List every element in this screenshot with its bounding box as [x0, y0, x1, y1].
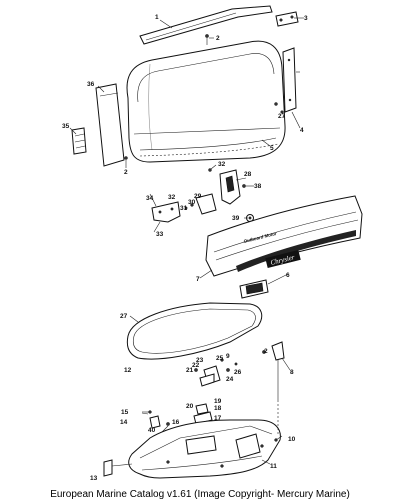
callout-24: 24: [226, 376, 234, 383]
callout-26: 26: [234, 369, 242, 376]
callout-15: 15: [121, 409, 129, 416]
callout-28: 28: [244, 171, 252, 178]
callout-2: 2: [264, 348, 268, 355]
callout-18: 18: [214, 405, 222, 412]
callout-11: 11: [270, 463, 277, 470]
rear-latch-bracket: [262, 341, 285, 400]
top-screw: [205, 34, 209, 45]
callout-10: 10: [288, 436, 296, 443]
callout-22: 22: [192, 362, 200, 369]
lower-engine-cover: [128, 419, 281, 479]
callout-5: 5: [270, 145, 274, 152]
latch-bracket: [149, 193, 181, 223]
top-bracket: [275, 11, 299, 27]
callout-33: 33: [156, 231, 164, 238]
callout-8: 8: [290, 369, 294, 376]
callout-32: 32: [168, 194, 176, 201]
callout-6: 6: [286, 272, 290, 279]
callout-20: 20: [186, 403, 194, 410]
callout-29: 29: [194, 193, 202, 200]
callout-leaders: [69, 17, 304, 465]
cowl-seal: [126, 302, 263, 360]
latch-handle: [219, 169, 246, 205]
latch-lever: [184, 193, 217, 215]
lower-latch-parts: [194, 358, 238, 387]
callout-40: 40: [148, 427, 156, 434]
callout-2: 2: [124, 169, 128, 176]
side-decal-panel: [205, 195, 363, 277]
callout-19: 19: [214, 398, 222, 405]
callout-7: 7: [196, 276, 200, 283]
callout-3: 3: [304, 15, 308, 22]
callout-13: 13: [90, 475, 98, 482]
rear-side-panel: [282, 47, 300, 113]
top-trim-strip: [139, 5, 273, 45]
callout-27: 27: [120, 313, 128, 320]
callout-36: 36: [87, 81, 95, 88]
callout-31: 31: [180, 205, 188, 212]
callout-30: 30: [188, 199, 196, 206]
callout-23: 23: [196, 357, 204, 364]
callout-9: 9: [226, 353, 230, 360]
cowl-screws: [124, 102, 284, 172]
callout-2: 2: [216, 35, 220, 42]
callout-38: 38: [254, 183, 262, 190]
hp-badge: [239, 279, 269, 299]
callout-1: 1: [155, 14, 159, 21]
callout-35: 35: [62, 123, 70, 130]
image-caption: European Marine Catalog v1.61 (Image Cop…: [50, 489, 350, 500]
front-side-panel: [95, 83, 125, 167]
callout-39: 39: [232, 215, 240, 222]
side-pad: [71, 127, 87, 155]
callout-14: 14: [120, 419, 128, 426]
callout-16: 16: [172, 419, 180, 426]
lower-pad: [103, 459, 133, 477]
callout-27: 27: [278, 113, 286, 120]
callout-21: 21: [186, 367, 194, 374]
upper-engine-cover: [126, 40, 286, 163]
callout-25: 25: [216, 355, 224, 362]
callout-12: 12: [124, 367, 132, 374]
callout-17: 17: [214, 415, 222, 422]
callout-32: 32: [218, 161, 226, 168]
callout-4: 4: [300, 127, 304, 134]
callout-34: 34: [146, 195, 154, 202]
callout-labels: 1 2 2 2 3 4 5 6 7 8 9 10 11 12 13 14 15 …: [62, 14, 308, 482]
